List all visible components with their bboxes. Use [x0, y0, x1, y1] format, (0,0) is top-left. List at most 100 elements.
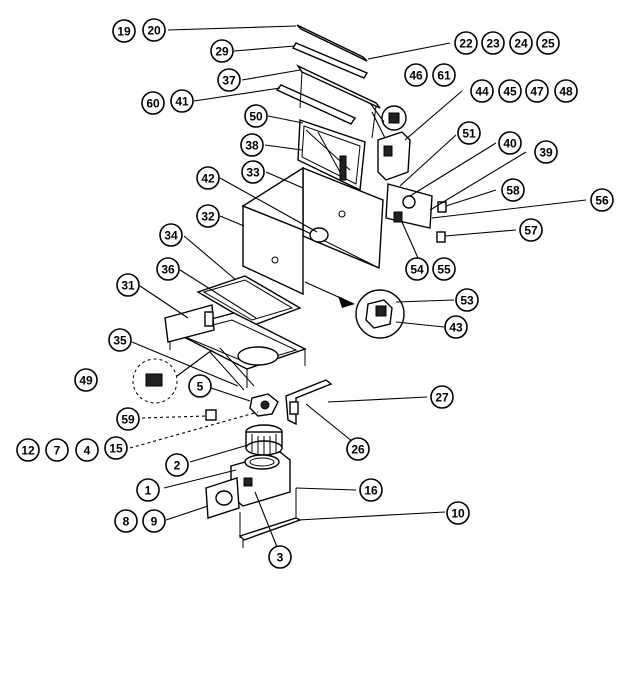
- callout-label: 32: [201, 210, 215, 224]
- callout-51: 51: [457, 121, 481, 145]
- callout-label: 44: [475, 85, 489, 99]
- callout-1: 1: [136, 478, 160, 502]
- callout-55: 55: [432, 257, 456, 281]
- leader-lines: [129, 25, 587, 558]
- callout-37: 37: [217, 68, 241, 92]
- callout-53: 53: [455, 288, 479, 312]
- callout-label: 23: [486, 37, 500, 51]
- callout-label: 22: [459, 37, 473, 51]
- callout-23: 23: [481, 31, 505, 55]
- callout-label: 2: [174, 459, 181, 473]
- callout-38: 38: [240, 133, 264, 157]
- callout-54: 54: [405, 257, 429, 281]
- callout-label: 26: [351, 443, 365, 457]
- callout-label: 50: [249, 110, 263, 124]
- callout-label: 39: [539, 146, 553, 160]
- callout-label: 16: [364, 484, 378, 498]
- callout-8: 8: [114, 509, 138, 533]
- callout-label: 59: [121, 413, 135, 427]
- part-control-box: [377, 105, 411, 181]
- callout-36: 36: [156, 257, 180, 281]
- callout-20: 20: [142, 18, 166, 42]
- callout-57: 57: [519, 218, 543, 242]
- callout-10: 10: [446, 501, 470, 525]
- callout-label: 48: [559, 85, 573, 99]
- callout-25: 25: [536, 31, 560, 55]
- callout-label: 8: [123, 515, 130, 529]
- callout-label: 58: [506, 184, 520, 198]
- callout-50: 50: [244, 104, 268, 128]
- callout-35: 35: [108, 328, 132, 352]
- callout-label: 12: [21, 444, 35, 458]
- part-bottom-chassis: [164, 304, 307, 391]
- callout-label: 53: [460, 294, 474, 308]
- callout-label: 51: [462, 127, 476, 141]
- callout-26: 26: [346, 437, 370, 461]
- callout-19: 19: [112, 19, 136, 43]
- callout-2: 2: [165, 453, 189, 477]
- part-inner-filter-panel: [297, 119, 366, 192]
- callout-16: 16: [359, 478, 383, 502]
- callout-3: 3: [268, 545, 292, 569]
- callout-31: 31: [116, 273, 140, 297]
- callout-label: 1: [145, 484, 152, 498]
- part-relay-detail: [132, 358, 178, 404]
- callout-label: 35: [113, 334, 127, 348]
- callout-label: 19: [117, 25, 131, 39]
- callout-label: 60: [146, 97, 160, 111]
- part-clip: [205, 409, 217, 421]
- callout-label: 3: [277, 551, 284, 565]
- callout-label: 56: [595, 194, 609, 208]
- callout-label: 24: [514, 37, 528, 51]
- callout-49: 49: [74, 368, 98, 392]
- part-blower-housing: [230, 451, 291, 507]
- callout-label: 36: [161, 263, 175, 277]
- callout-45: 45: [498, 79, 522, 103]
- callout-60: 60: [141, 91, 165, 115]
- callout-label: 43: [449, 321, 463, 335]
- callout-label: 40: [503, 137, 517, 151]
- callout-33: 33: [241, 160, 265, 184]
- callout-label: 61: [437, 69, 451, 83]
- callout-46: 46: [404, 63, 428, 87]
- callout-label: 57: [524, 224, 538, 238]
- callout-label: 25: [541, 37, 555, 51]
- callout-4: 4: [75, 438, 99, 462]
- part-top-trim-strip: [296, 24, 368, 62]
- callout-label: 38: [245, 139, 259, 153]
- part-motor-mount: [249, 393, 279, 417]
- callout-label: 31: [121, 279, 135, 293]
- callout-9: 9: [142, 509, 166, 533]
- part-cover-plate: [205, 477, 240, 519]
- part-front-panel: [241, 166, 380, 296]
- callout-label: 29: [215, 45, 229, 59]
- callout-label: 27: [435, 391, 449, 405]
- callout-label: 54: [410, 263, 424, 277]
- callout-56: 56: [590, 188, 614, 212]
- callout-34: 34: [159, 223, 183, 247]
- callout-27: 27: [430, 385, 454, 409]
- callout-label: 5: [197, 380, 204, 394]
- callout-41: 41: [170, 89, 194, 113]
- callout-label: 33: [246, 166, 260, 180]
- callout-label: 49: [79, 374, 93, 388]
- callout-label: 34: [164, 229, 178, 243]
- callout-label: 47: [530, 85, 544, 99]
- callout-15: 15: [104, 436, 128, 460]
- callout-label: 41: [175, 95, 189, 109]
- callout-61: 61: [432, 63, 456, 87]
- callout-5: 5: [188, 374, 212, 398]
- callout-label: 7: [54, 444, 61, 458]
- callout-label: 46: [409, 69, 423, 83]
- callout-label: 10: [451, 507, 465, 521]
- callout-43: 43: [444, 315, 468, 339]
- callout-59: 59: [116, 407, 140, 431]
- callout-12: 12: [16, 438, 40, 462]
- callout-39: 39: [534, 140, 558, 164]
- callout-label: 20: [147, 24, 161, 38]
- part-upper-frame: [296, 64, 381, 109]
- callout-22: 22: [454, 31, 478, 55]
- callout-label: 15: [109, 442, 123, 456]
